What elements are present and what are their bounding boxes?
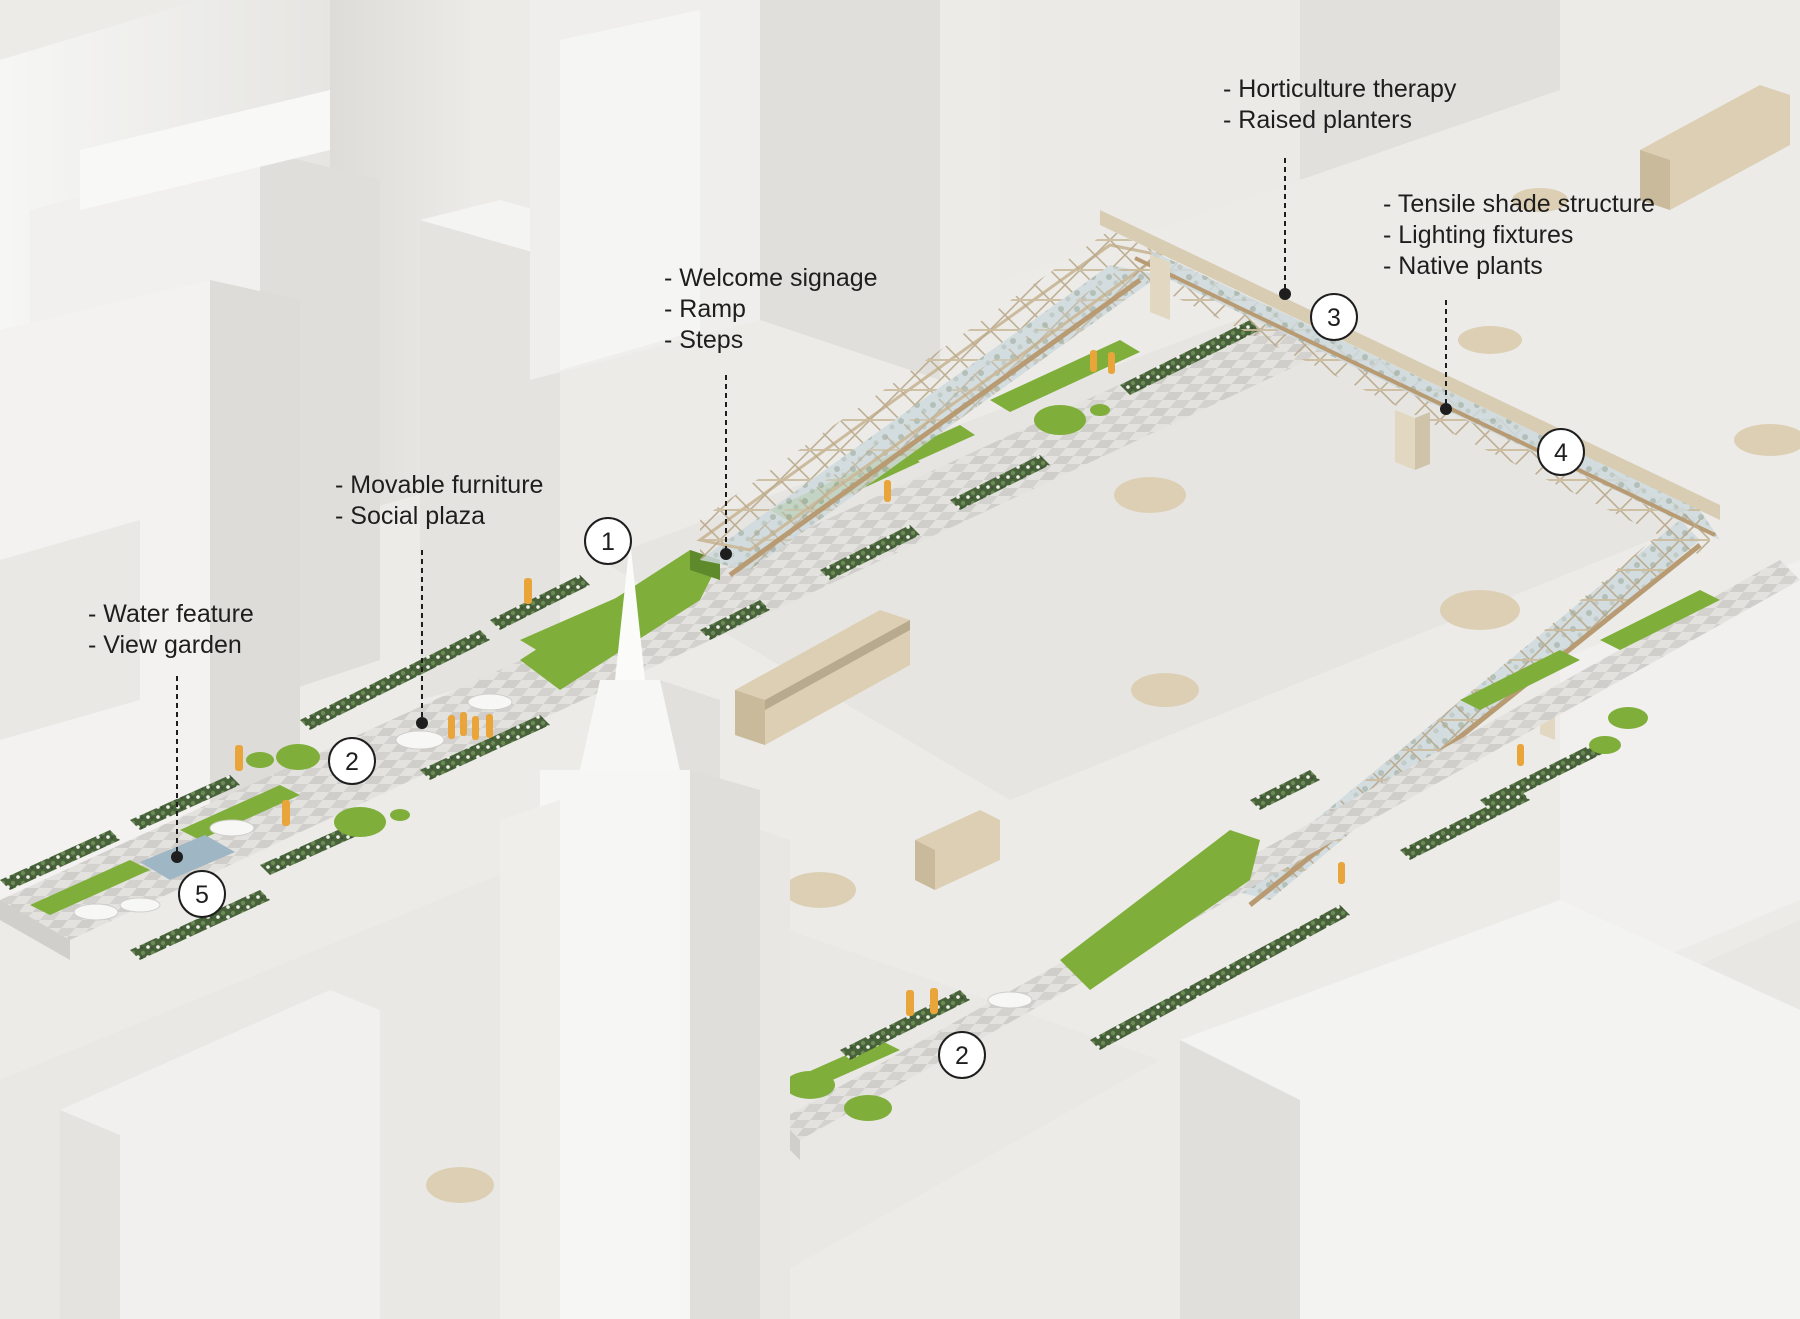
marker-number: 4 xyxy=(1554,439,1568,467)
annotation-movable-furniture: - Movable furniture - Social plaza xyxy=(335,470,543,532)
annotation-line: - Steps xyxy=(664,326,744,354)
annotation-welcome-signage: - Welcome signage - Ramp - Steps xyxy=(664,263,878,356)
van-center xyxy=(915,810,1000,890)
annotation-tensile-shade: - Tensile shade structure - Lighting fix… xyxy=(1383,189,1655,282)
annotation-line: - Social plaza xyxy=(335,502,486,530)
annotation-line: - Ramp xyxy=(664,295,746,323)
marker-number: 3 xyxy=(1327,304,1341,332)
leader-dot-plaza xyxy=(416,717,428,729)
annotation-line: - Lighting fixtures xyxy=(1383,221,1574,249)
annotation-line: - Welcome signage xyxy=(664,264,878,292)
annotation-line: - Raised planters xyxy=(1223,106,1412,134)
bridge-segment-1 xyxy=(696,230,1164,578)
bus-top-right xyxy=(1640,85,1790,210)
annotation-line: - Tensile shade structure xyxy=(1383,190,1655,218)
marker-3: 3 xyxy=(1310,293,1358,341)
ramp-1 xyxy=(520,550,720,690)
marker-1: 1 xyxy=(584,517,632,565)
leader-dot-water xyxy=(171,851,183,863)
leader-lines xyxy=(176,158,1447,857)
annotation-water-feature: - Water feature - View garden xyxy=(88,599,254,661)
marker-2-left: 2 xyxy=(328,737,376,785)
marker-4: 4 xyxy=(1537,428,1585,476)
leader-dots xyxy=(171,288,1452,863)
annotation-line: - Native plants xyxy=(1383,252,1543,280)
pedestrians xyxy=(235,350,1524,1016)
background-buildings xyxy=(0,0,940,900)
foreground-tower xyxy=(500,540,790,1319)
marker-2-right: 2 xyxy=(938,1031,986,1079)
leader-dot-signage xyxy=(720,548,732,560)
leader-dot-shade xyxy=(1440,403,1452,415)
annotation-horticulture: - Horticulture therapy - Raised planters xyxy=(1223,74,1456,136)
marker-number: 2 xyxy=(955,1042,969,1070)
marker-5: 5 xyxy=(178,870,226,918)
annotation-line: - Water feature xyxy=(88,600,254,628)
marker-number: 1 xyxy=(601,528,615,556)
marker-number: 2 xyxy=(345,748,359,776)
vehicles xyxy=(426,85,1800,1203)
marker-number: 5 xyxy=(195,881,209,909)
foreground-building-left xyxy=(60,990,380,1319)
right-buildings xyxy=(1000,0,1800,1319)
annotation-line: - Movable furniture xyxy=(335,471,544,499)
annotation-line: - Horticulture therapy xyxy=(1223,75,1457,103)
bus-center xyxy=(735,610,910,745)
annotation-line: - View garden xyxy=(88,631,242,659)
ramp-2 xyxy=(1060,830,1260,990)
leader-dot-horticulture xyxy=(1279,288,1291,300)
